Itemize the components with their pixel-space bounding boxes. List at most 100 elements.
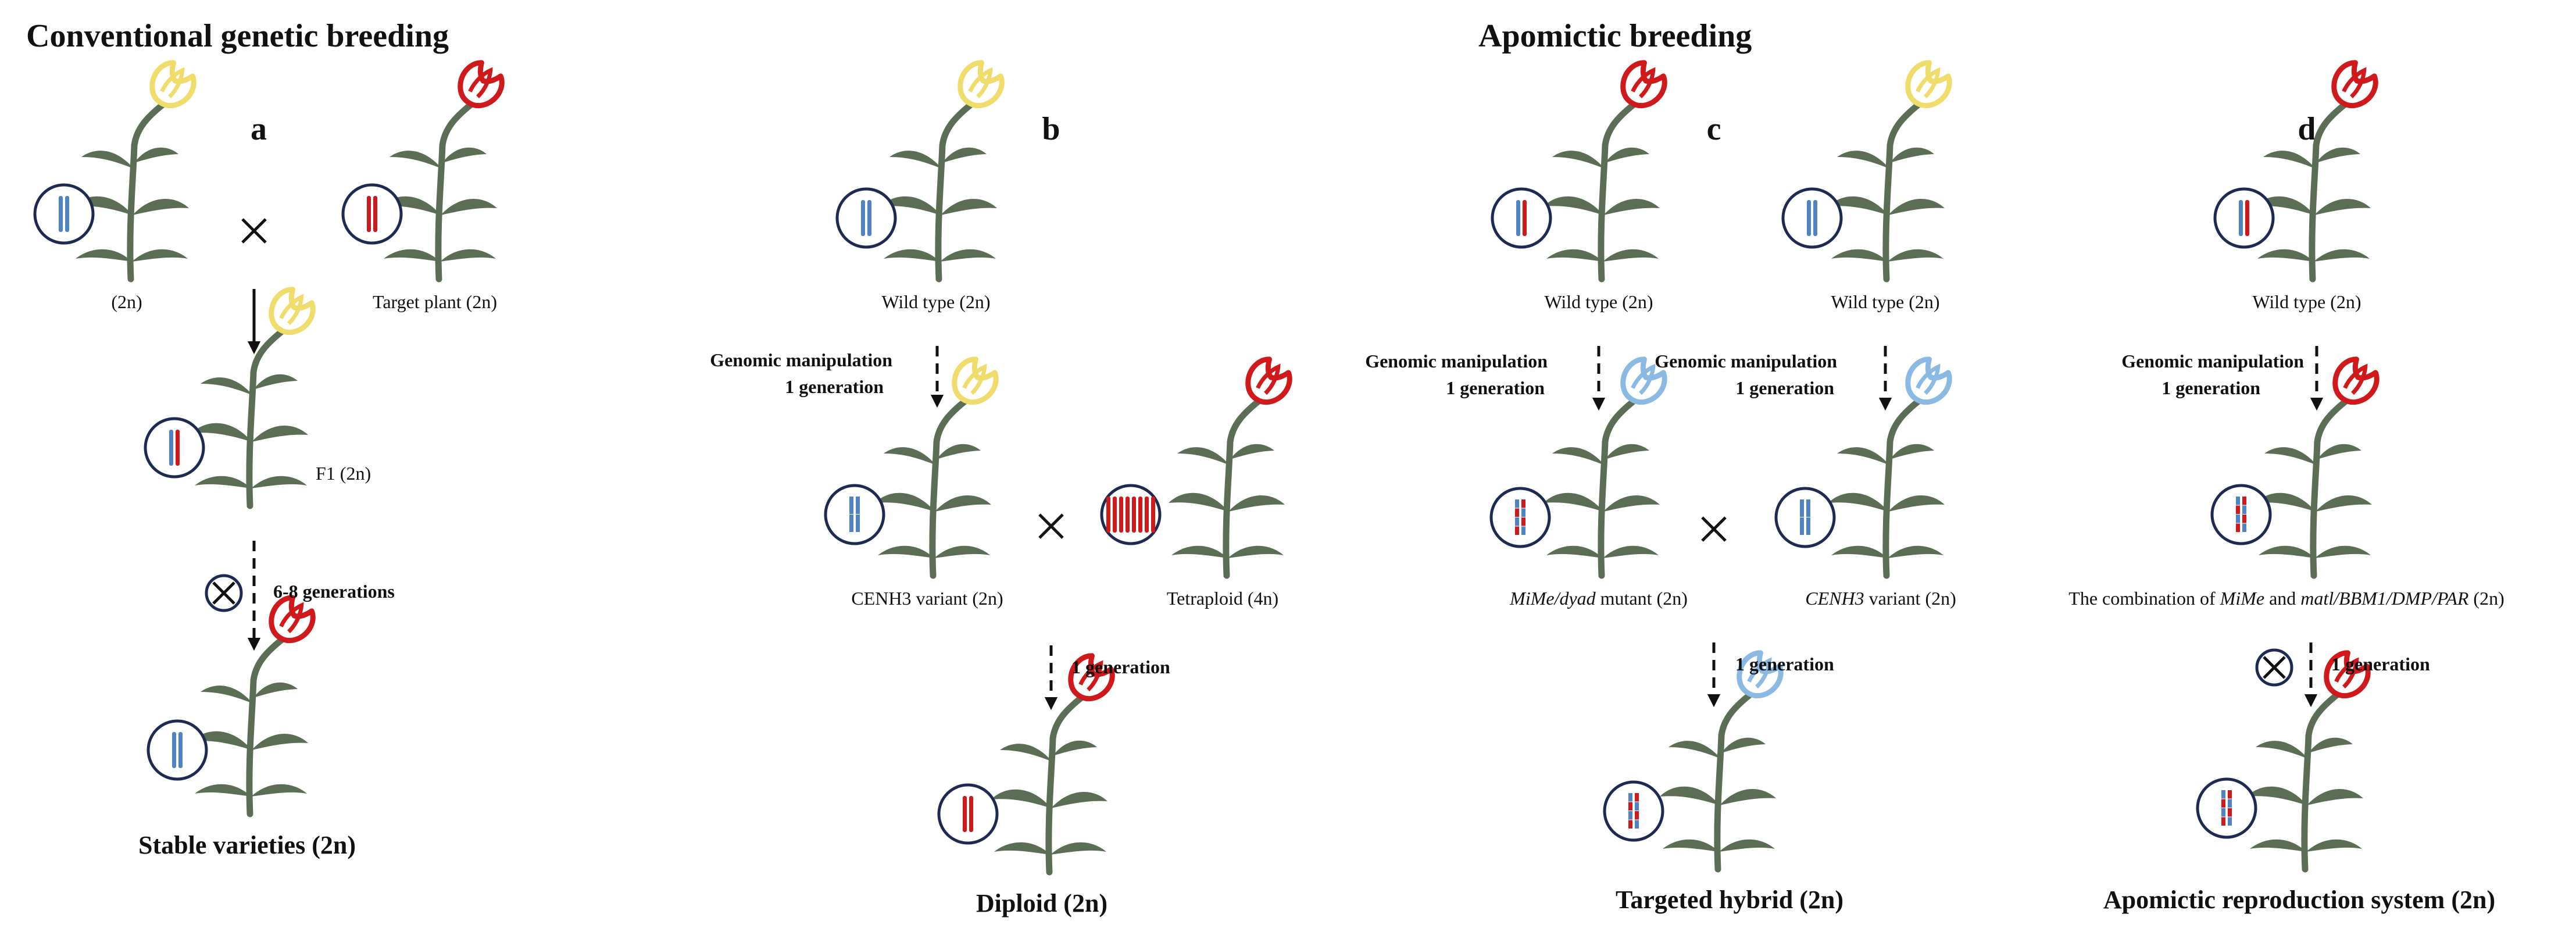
plant-leaf (253, 682, 298, 698)
a-step-label: 6-8 generations (273, 581, 395, 602)
b-final-label: Diploid (2n) (976, 889, 1107, 917)
b-final-chromosomes (937, 783, 999, 845)
chromosome-circle (824, 484, 885, 545)
plant-leaf (442, 147, 487, 163)
plant-leaf (884, 447, 936, 465)
plant-leaf (1668, 741, 1721, 759)
plant-leaf (253, 374, 298, 390)
plant-stem (246, 636, 285, 817)
plant-leaf (2257, 249, 2314, 262)
plant-leaf (1051, 842, 1106, 855)
c-step-right-line2: 1 generation (1735, 377, 1834, 398)
b-step1-line2: 1 generation (785, 376, 884, 397)
chromosome-bar (1138, 497, 1142, 533)
a-f1-chromosomes (144, 417, 205, 479)
plant-stem (1598, 101, 1637, 283)
plant-flower (2331, 60, 2378, 109)
plant-leaf (884, 249, 940, 262)
chromosome-segment (1515, 499, 1519, 508)
b-wildtype-label: Wild type (2n) (881, 291, 990, 312)
c-wildtype2-plant (1828, 60, 1952, 283)
plant-leaf (940, 249, 996, 262)
chromosome-segment (856, 497, 860, 514)
chromosome-segment (1628, 811, 1632, 820)
chromosome-circle (1774, 487, 1836, 548)
plant-leaf (251, 476, 307, 488)
plant-leaf (1831, 545, 1888, 558)
plant-stem (935, 101, 974, 283)
chromosome-bar (1119, 497, 1123, 533)
plant-leaf (1660, 786, 1720, 805)
chromosome-bar (1813, 200, 1817, 236)
chromosome-segment (1800, 517, 1804, 535)
d-step1-line1: Genomic manipulation (2121, 351, 2304, 372)
chromosome-circle (33, 183, 95, 245)
chromosome-bar (867, 200, 871, 236)
chromosome-segment (2221, 817, 2225, 826)
plant-leaf (2259, 545, 2315, 558)
plant-leaf (881, 196, 941, 215)
plant-flower (1905, 60, 1952, 109)
plant-flower (1068, 653, 1115, 702)
c-step-left-line2: 1 generation (1446, 377, 1545, 398)
plant-leaf (1605, 444, 1649, 459)
plant-flower (269, 287, 316, 335)
plant-leaf (1051, 792, 1107, 808)
chromosome-bar (1113, 497, 1117, 533)
plant-leaf (2255, 196, 2314, 215)
plant-leaf (1546, 545, 1603, 558)
panel-letter-b: b (1042, 111, 1060, 147)
chromosome-bar (176, 430, 180, 466)
plant-leaf (1552, 151, 1605, 169)
plant-leaf (1603, 495, 1660, 512)
chromosome-circle (1491, 187, 1552, 249)
plant-leaf (76, 249, 132, 262)
b-variant-chromosomes (824, 484, 885, 545)
plant-leaf (1230, 444, 1274, 459)
plant-leaf (81, 151, 134, 169)
chromosome-segment (1628, 820, 1632, 829)
plant-flower (1737, 650, 1784, 699)
plant-leaf (1603, 199, 1660, 215)
chromosome-bar (1126, 497, 1130, 533)
chromosome-bar (1151, 497, 1155, 533)
b-wildtype-chromosomes (835, 187, 897, 249)
plant-leaf (1546, 249, 1603, 262)
chromosome-segment (1800, 499, 1804, 517)
chromosome-segment (1806, 499, 1810, 517)
plant-leaf (441, 199, 497, 215)
plant-flower (2324, 650, 2371, 699)
chromosome-segment (2228, 817, 2232, 826)
a-parent2-plant (381, 60, 505, 283)
c-wildtype1-label: Wild type (2n) (1544, 291, 1653, 312)
plant-flower (1620, 60, 1667, 109)
plant-leaf (2316, 147, 2360, 163)
chromosome-circle (1781, 187, 1843, 249)
chromosome-bar (2239, 200, 2243, 236)
chromosome-bar (65, 196, 69, 232)
chromosome-segment (2228, 790, 2232, 799)
c-final-label: Targeted hybrid (2n) (1616, 886, 1843, 914)
chromosome-bar (963, 796, 967, 832)
plant-leaf (1890, 147, 1934, 163)
plant-leaf (2314, 199, 2371, 215)
chromosome-segment (1635, 793, 1639, 802)
chromosome-segment (2221, 799, 2225, 808)
plant-flower (957, 60, 1005, 109)
plant-stem (1045, 694, 1085, 876)
plant-leaf (251, 784, 307, 797)
chromosome-bar (367, 196, 371, 232)
plant-leaf (1720, 789, 1776, 805)
plant-leaf (1888, 495, 1945, 512)
c-variant-chromosomes (1774, 487, 1836, 548)
c-variant-rest: variant (2n) (1864, 588, 1956, 609)
a-final-plant (192, 595, 316, 817)
a-f1-plant (192, 287, 316, 509)
chromosome-circle (341, 183, 403, 245)
plant-leaf (941, 199, 997, 215)
d-wildtype-label: Wild type (2n) (2252, 291, 2361, 312)
plant-leaf (889, 151, 942, 169)
c-wildtype2-chromosomes (1781, 187, 1843, 249)
